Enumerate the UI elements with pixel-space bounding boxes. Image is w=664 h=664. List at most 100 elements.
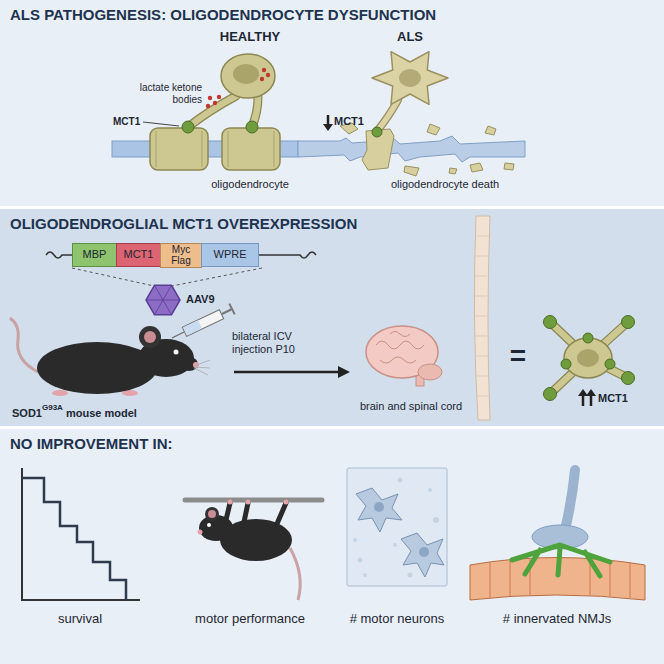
state-heading: HEALTHY	[220, 30, 280, 45]
degenerating-axon	[298, 136, 525, 162]
mouse	[10, 318, 38, 372]
mouse	[139, 326, 161, 348]
survival-curve	[22, 468, 140, 600]
lactate-dots	[206, 104, 210, 108]
hanging-wire-mouse	[185, 498, 322, 503]
tissue-label: brain and spinal cord	[360, 400, 462, 413]
vector-label: AAV9	[186, 293, 215, 306]
mct1-oligodendrocyte	[544, 388, 557, 401]
model-label: SOD1	[12, 407, 42, 420]
mct1-oligodendrocyte	[577, 349, 599, 367]
dying-oligodendrocyte	[377, 100, 398, 131]
outcome-label: # motor neurons	[350, 612, 445, 627]
outcome-label: # innervated NMJs	[503, 612, 611, 627]
motor-neuron-section	[408, 573, 413, 578]
mct1-dot	[182, 121, 258, 133]
mct1-oligodendrocyte	[622, 372, 635, 385]
myelin-segment	[222, 128, 280, 170]
construct-backbone	[46, 252, 316, 258]
syringe	[185, 315, 221, 332]
survival-curve	[22, 468, 140, 600]
myelin-segment	[150, 128, 280, 170]
outcome-label: survival	[58, 612, 102, 627]
metabolite-label: lactate ketone bodies	[136, 82, 202, 105]
motor-neuron-section	[347, 468, 447, 586]
down-arrow	[323, 124, 333, 131]
up-arrows	[583, 395, 591, 406]
construct-box: Myc Flag	[160, 243, 202, 268]
motor-neuron-section	[353, 538, 357, 542]
myelin-debris	[485, 126, 496, 135]
panel-heading: NO IMPROVEMENT IN:	[0, 429, 664, 453]
hanging-wire-mouse	[185, 500, 322, 601]
degenerating-axon	[298, 136, 525, 162]
box-label: Myc Flag	[164, 245, 198, 266]
syringe	[229, 304, 234, 315]
myelin-segment	[228, 131, 274, 167]
brain	[366, 326, 442, 386]
box-label: MBP	[83, 249, 107, 261]
neuromuscular-junction	[565, 470, 575, 530]
mouse	[144, 331, 156, 343]
aav9-capsid	[146, 285, 180, 314]
cell-label: oligodendrocyte death	[391, 178, 499, 191]
transporter-label: MCT1	[113, 116, 140, 128]
motor-neuron-section	[401, 533, 444, 577]
motor-neuron-section	[419, 547, 429, 557]
leader-line	[143, 122, 179, 126]
myelin-debris	[427, 124, 440, 135]
survival-curve	[22, 478, 126, 600]
lactate-dots	[208, 96, 212, 100]
hanging-wire-mouse	[207, 523, 211, 527]
construct-backbone	[72, 268, 262, 286]
mct1-oligodendrocyte	[564, 338, 612, 378]
leader-line	[143, 122, 179, 126]
oligodendrocyte	[233, 64, 259, 84]
motor-neuron-section	[374, 502, 384, 512]
myelin-debris	[404, 166, 419, 176]
mct1-oligodendrocyte	[544, 316, 635, 401]
panel-heading: ALS PATHOGENESIS: OLIGODENDROCYTE DYSFUN…	[0, 0, 664, 24]
equals-sign: =	[510, 340, 526, 372]
state-heading: ALS	[397, 30, 423, 45]
outcome-label: motor performance	[195, 612, 305, 627]
motor-neuron-section	[358, 558, 363, 563]
neuromuscular-junction	[470, 470, 645, 600]
syringe	[172, 304, 235, 338]
lactate-dots	[217, 95, 221, 99]
dying-oligodendrocyte	[372, 52, 448, 105]
myelin-segment	[156, 131, 202, 167]
spinal-cord	[474, 216, 490, 420]
mct1-oligodendrocyte	[544, 316, 635, 401]
motor-neuron-section	[398, 478, 403, 483]
syringe	[185, 324, 200, 331]
motor-neuron-section	[428, 488, 432, 492]
lactate-dots	[260, 77, 264, 81]
flow-arrow	[234, 371, 340, 374]
aav9-capsid	[146, 285, 180, 314]
mouse	[194, 360, 210, 375]
brain	[418, 364, 442, 380]
flow-arrow	[234, 366, 350, 378]
syringe	[172, 332, 184, 338]
mct1-oligodendrocyte	[583, 333, 593, 343]
mct1-dot	[246, 121, 258, 133]
injection-label: bilateral ICV injection P10	[232, 330, 314, 355]
box-label: MCT1	[124, 249, 154, 261]
panel-band: ALS PATHOGENESIS: OLIGODENDROCYTE DYSFUN…	[0, 0, 664, 206]
down-arrow	[323, 115, 333, 131]
up-arrows	[578, 389, 588, 396]
mct1-dot	[182, 121, 194, 133]
hanging-wire-mouse	[228, 500, 233, 505]
dying-oligodendrocyte	[372, 52, 448, 137]
mct1-oligodendrocyte	[561, 359, 571, 369]
motor-neuron-section	[433, 517, 439, 523]
dying-oligodendrocyte	[399, 69, 421, 87]
hanging-wire-mouse	[284, 500, 289, 505]
mutation-superscript: G93A	[42, 403, 63, 412]
mouse	[37, 342, 157, 394]
myelin-segment	[150, 128, 208, 170]
brain	[376, 332, 424, 364]
syringe	[184, 314, 222, 332]
